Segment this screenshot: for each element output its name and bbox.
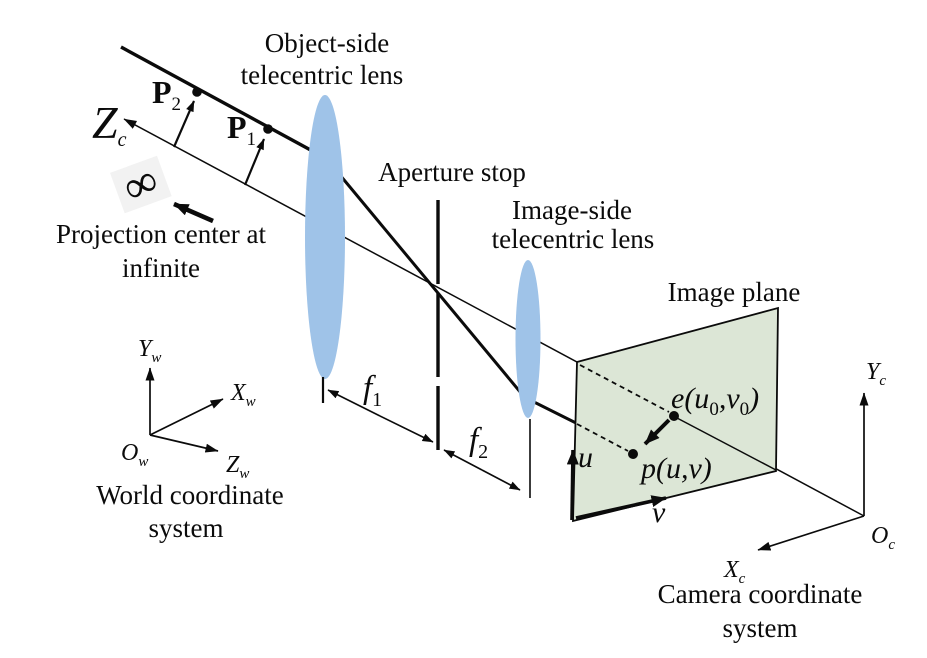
u-axis-arrow <box>566 449 579 521</box>
p2-label: P2 <box>152 74 181 115</box>
v-axis-arrow <box>575 495 667 520</box>
world-x-axis <box>149 398 224 436</box>
p1-height-arrow <box>243 138 266 186</box>
oc-origin-label: Oc <box>871 523 895 553</box>
world-cs-label-line1: World coordinate <box>96 480 284 510</box>
f1-label: f1 <box>363 370 382 411</box>
f1-dimension-right <box>379 415 434 443</box>
camera-x-axis <box>757 515 865 551</box>
xc-axis-label: Xc <box>723 557 746 587</box>
aperture-stop-label: Aperture stop <box>378 157 526 187</box>
world-z-axis <box>149 434 219 453</box>
projection-center-label-line1: Projection center at <box>56 219 266 249</box>
infinity-arrow <box>173 201 214 224</box>
f2-dimension-right <box>481 469 521 491</box>
yc-axis-label: Yc <box>866 359 886 389</box>
ow-origin-label: Ow <box>121 440 148 470</box>
ray-dashed-to-p <box>576 423 629 452</box>
object-lens-label-line2: telecentric lens <box>241 60 404 90</box>
world-cs-label-line2: system <box>148 513 223 543</box>
image-plane-label: Image plane <box>668 277 801 307</box>
p-point-label: p(u,v) <box>639 452 712 485</box>
axis-dashed-to-e <box>579 364 670 413</box>
xw-axis-label: Xw <box>230 380 256 410</box>
zw-axis-label: Zw <box>226 452 249 482</box>
projection-center-label-line2: infinite <box>122 253 200 283</box>
camera-cs-label-line2: system <box>722 613 797 643</box>
image-lens-label-line1: Image-side <box>512 195 632 225</box>
yw-axis-label: Yw <box>138 336 161 366</box>
object-plane-line <box>120 45 341 168</box>
f2-dimension-left <box>443 449 483 471</box>
image-lens-label-line2: telecentric lens <box>492 224 655 254</box>
axis-segment-on-plane <box>676 417 777 471</box>
p2-point-dot <box>192 87 202 97</box>
object-side-lens <box>305 95 345 379</box>
infinity-highlight-box <box>109 155 172 214</box>
v-axis-label: v <box>652 496 666 529</box>
marginal-ray-line <box>323 156 528 400</box>
e-point-dot <box>669 411 679 421</box>
u-axis-label: u <box>578 441 593 474</box>
zc-axis-label: Zc <box>92 97 127 151</box>
image-side-lens <box>515 260 541 418</box>
p-point-dot <box>628 449 638 459</box>
p1-label: P1 <box>227 109 256 150</box>
camera-cs-label-line1: Camera coordinate <box>658 579 863 609</box>
p1-point-dot <box>263 124 273 134</box>
f1-dimension-left <box>327 389 381 417</box>
f2-label: f2 <box>469 422 488 463</box>
object-lens-label-line1: Object-side <box>265 28 389 58</box>
p2-height-arrow <box>172 100 196 148</box>
e-point-label: e(u0,v0) <box>671 382 759 420</box>
e-to-p-arrow <box>643 418 671 446</box>
